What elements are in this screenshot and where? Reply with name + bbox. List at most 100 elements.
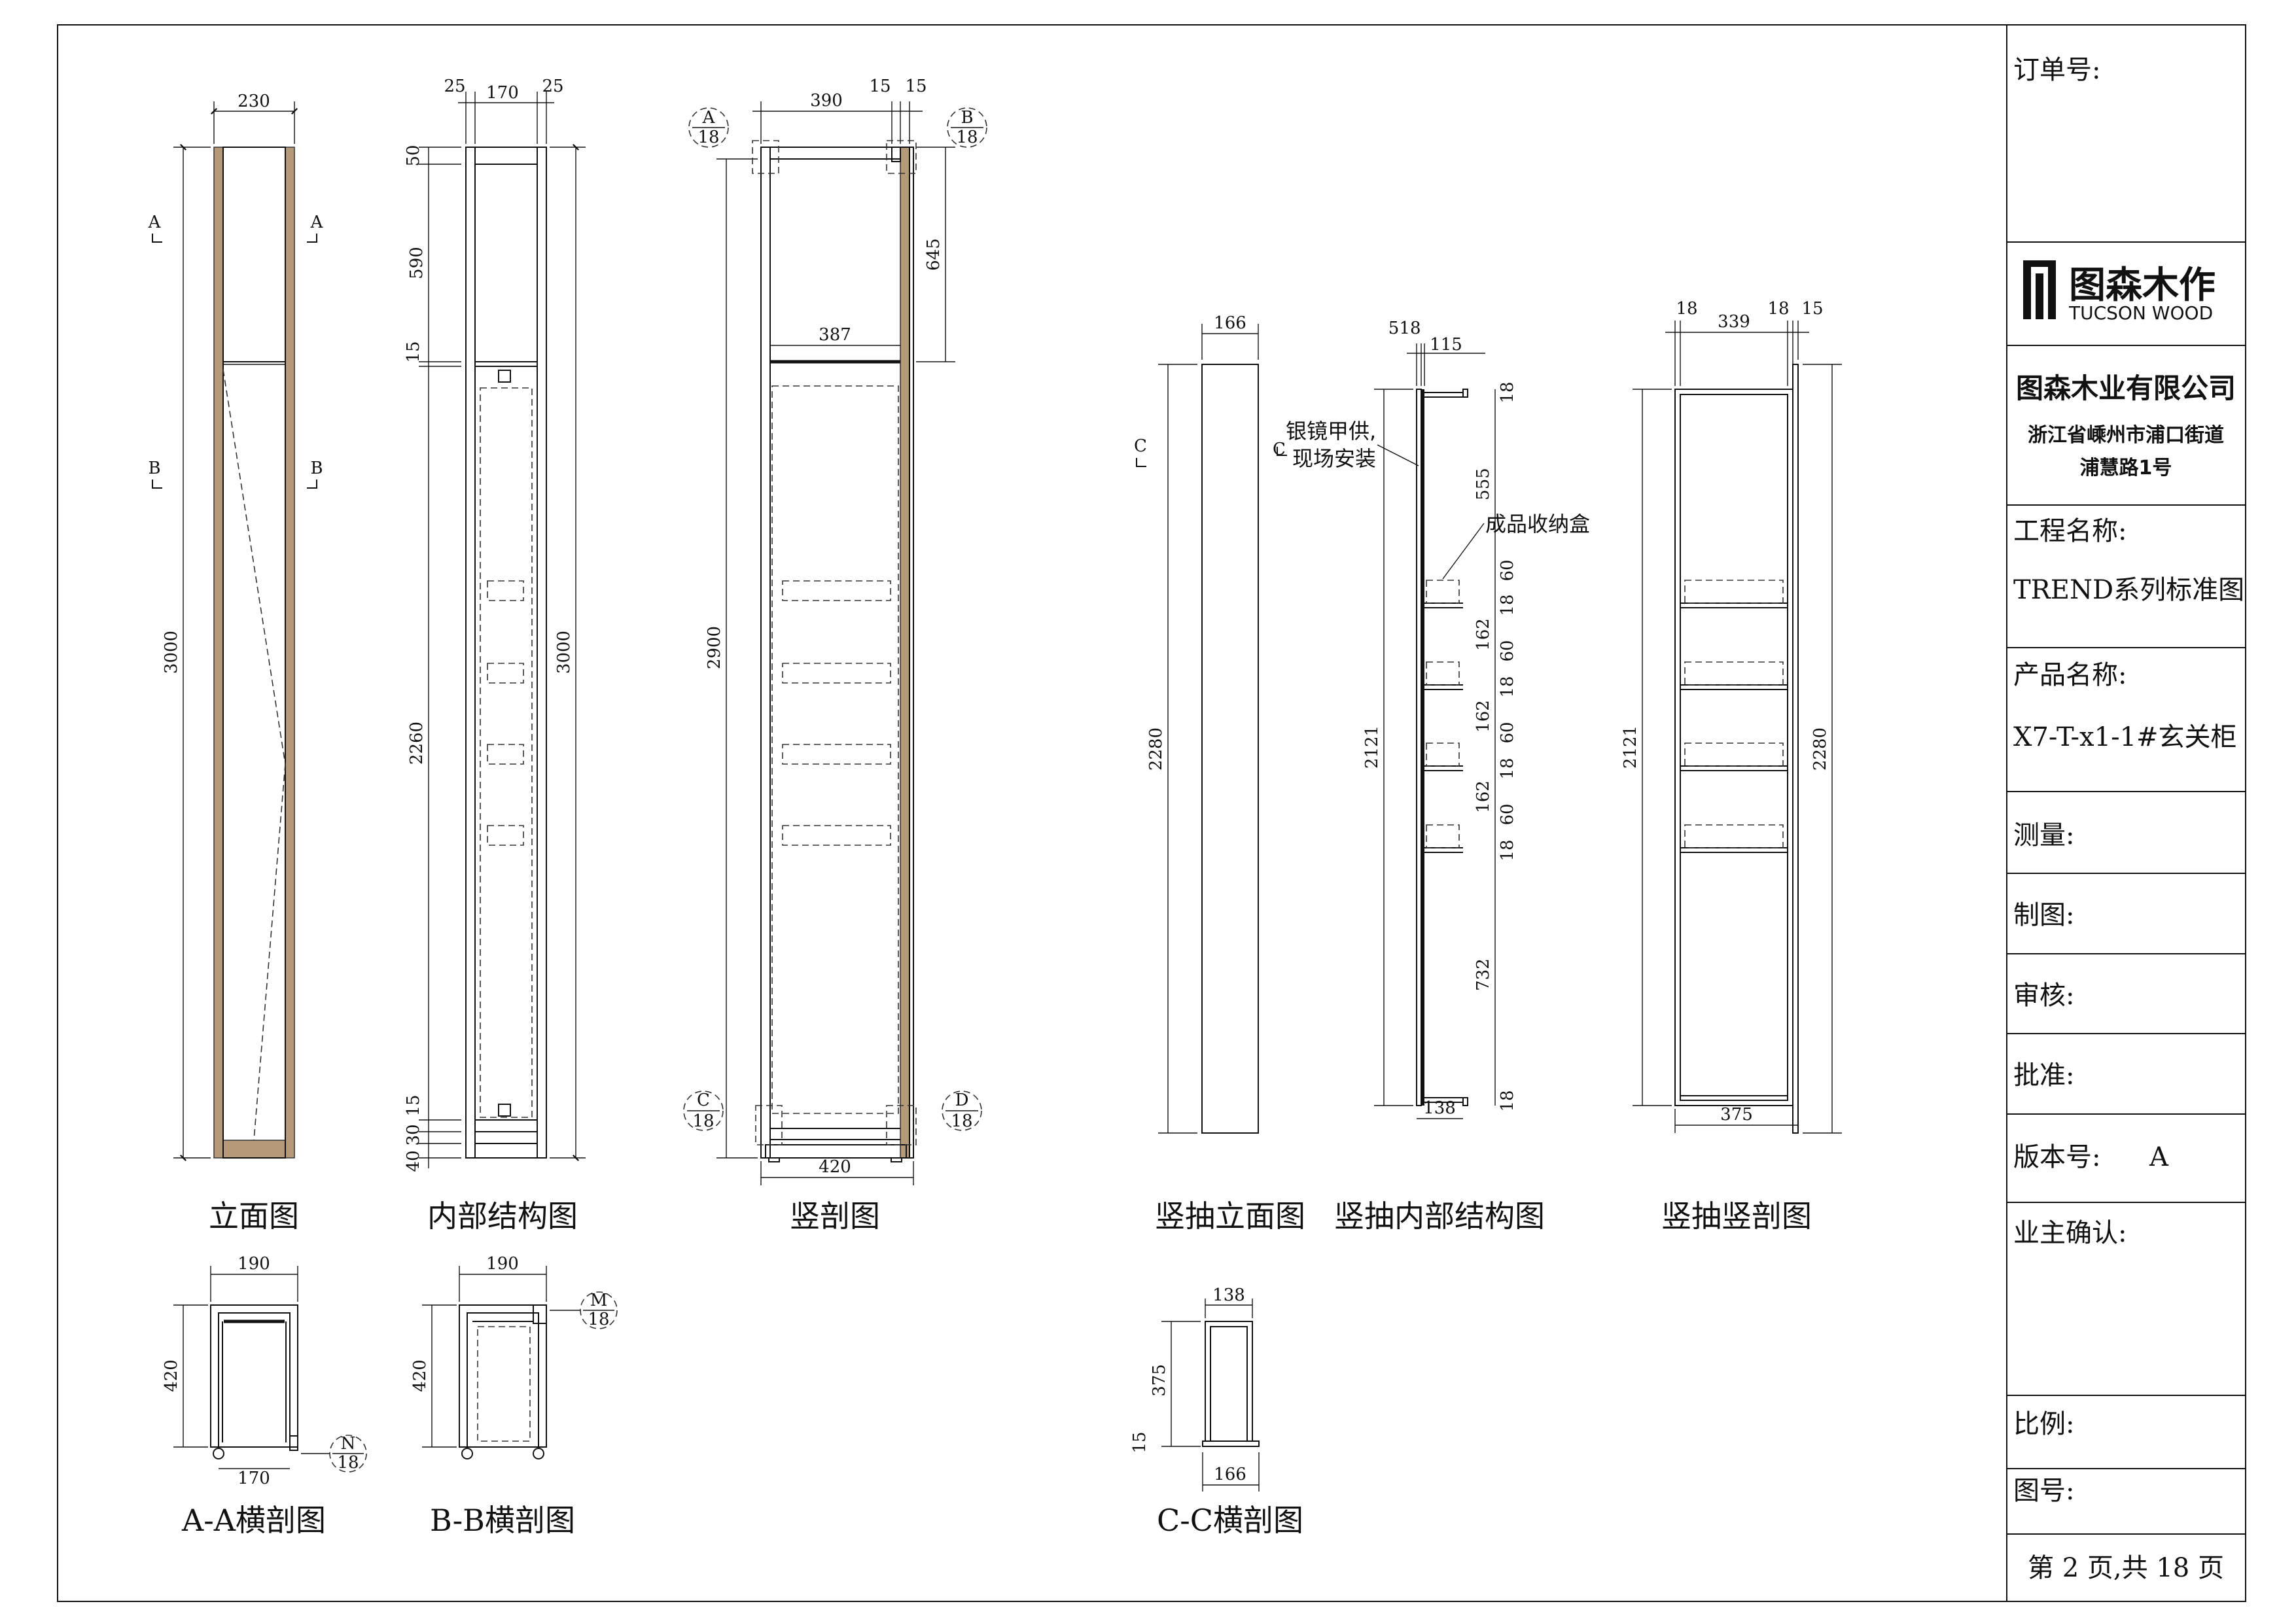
elevation-width-dim: 230 bbox=[238, 92, 270, 111]
vertical-section-caption: 竖剖图 bbox=[790, 1198, 880, 1234]
drawer-section-view: 18 339 18 15 2121 2280 375 竖抽竖剖图 bbox=[1621, 299, 1842, 1234]
aa-section-view: 190 420 170 N 18 A-A横剖图 bbox=[162, 1254, 367, 1538]
product-label: 产品名称: bbox=[2013, 660, 2127, 690]
page-number: 第 2 页,共 18 页 bbox=[2028, 1553, 2224, 1583]
note-mirror-line2: 现场安装 bbox=[1292, 446, 1376, 471]
elevation-view: 230 3000 A A B B 立面图 bbox=[148, 92, 324, 1234]
svg-text:732: 732 bbox=[1474, 958, 1493, 991]
review-label: 审核: bbox=[2013, 981, 2074, 1011]
svg-text:138: 138 bbox=[1423, 1098, 1456, 1118]
svg-text:375: 375 bbox=[1150, 1364, 1169, 1397]
product-value: X7-T-x1-1#玄关柜 bbox=[2013, 722, 2237, 752]
elevation-right-panel bbox=[285, 147, 295, 1159]
aa-section-caption: A-A横剖图 bbox=[181, 1503, 326, 1538]
svg-text:18: 18 bbox=[951, 1111, 972, 1131]
draw-label: 制图: bbox=[2013, 900, 2074, 930]
vertical-section-view: 390 15 15 387 2900 645 420 A 18 B 18 bbox=[683, 77, 987, 1234]
svg-text:B: B bbox=[148, 459, 160, 478]
svg-text:162: 162 bbox=[1474, 618, 1493, 651]
svg-text:18: 18 bbox=[692, 1111, 714, 1131]
hinge-top-icon bbox=[498, 370, 511, 383]
svg-text:18: 18 bbox=[337, 1453, 359, 1473]
svg-text:170: 170 bbox=[486, 83, 519, 103]
svg-text:N: N bbox=[341, 1434, 356, 1454]
bb-section-view: 190 420 M 18 B-B横剖图 bbox=[410, 1254, 618, 1538]
svg-text:C: C bbox=[1273, 440, 1286, 459]
svg-text:2280: 2280 bbox=[1810, 727, 1830, 771]
company-address-line2: 浦慧路1号 bbox=[2080, 457, 2172, 480]
svg-text:18: 18 bbox=[956, 128, 978, 147]
project-label: 工程名称: bbox=[2013, 516, 2127, 546]
svg-text:2121: 2121 bbox=[1362, 725, 1382, 769]
svg-text:420: 420 bbox=[410, 1359, 430, 1392]
svg-text:2280: 2280 bbox=[1146, 727, 1166, 771]
svg-text:A: A bbox=[310, 213, 324, 232]
approve-label: 批准: bbox=[2013, 1060, 2074, 1091]
svg-text:25: 25 bbox=[444, 77, 465, 96]
detail-callout-a: A 18 bbox=[688, 107, 779, 174]
svg-text:D: D bbox=[955, 1091, 969, 1110]
company-address-line1: 浙江省嵊州市浦口街道 bbox=[2028, 424, 2224, 447]
svg-text:25: 25 bbox=[542, 77, 563, 96]
logo-en-text: TUCSON WOOD bbox=[2068, 302, 2213, 324]
company-name: 图森木业有限公司 bbox=[2016, 372, 2236, 404]
svg-text:420: 420 bbox=[162, 1359, 181, 1392]
svg-text:115: 115 bbox=[1430, 335, 1462, 355]
elevation-height-dim: 3000 bbox=[162, 631, 181, 674]
order-no-label: 订单号: bbox=[2013, 55, 2100, 85]
section-marker-b bbox=[152, 480, 317, 489]
svg-text:60: 60 bbox=[1498, 803, 1517, 825]
project-value: TREND系列标准图 bbox=[2013, 575, 2244, 605]
svg-text:18: 18 bbox=[1498, 594, 1517, 616]
svg-text:645: 645 bbox=[924, 238, 944, 271]
section-marker-a bbox=[152, 234, 317, 243]
svg-text:18: 18 bbox=[1498, 381, 1517, 403]
hinge-bottom-icon bbox=[498, 1104, 511, 1117]
note-mirror-line1: 银镜甲供, bbox=[1286, 419, 1376, 444]
svg-text:18: 18 bbox=[1676, 299, 1697, 319]
svg-text:18: 18 bbox=[1767, 299, 1789, 319]
company-logo: 图森木作 TUCSON WOOD bbox=[2023, 260, 2216, 324]
svg-text:B: B bbox=[961, 108, 973, 128]
sheet-border bbox=[57, 24, 2246, 1602]
svg-text:18: 18 bbox=[1498, 839, 1517, 861]
drawer-elevation-view: 166 2280 C 竖抽立面图 bbox=[1134, 313, 1305, 1234]
svg-text:15: 15 bbox=[905, 77, 927, 96]
svg-text:15: 15 bbox=[404, 341, 423, 362]
door-swing-line bbox=[222, 369, 286, 765]
svg-text:166: 166 bbox=[1214, 313, 1246, 333]
svg-text:15: 15 bbox=[1801, 299, 1823, 319]
detail-callout-b: B 18 bbox=[886, 107, 987, 174]
drawer-internal-view: 5 18 115 2121 138 18 555 60 18 162 60 18… bbox=[1273, 319, 1590, 1234]
svg-text:170: 170 bbox=[238, 1469, 270, 1488]
svg-text:190: 190 bbox=[486, 1254, 519, 1274]
logo-cn-text: 图森木作 bbox=[2069, 264, 2216, 307]
version-label: 版本号: bbox=[2013, 1142, 2100, 1172]
svg-text:A: A bbox=[702, 108, 716, 128]
drawer-elevation-caption: 竖抽立面图 bbox=[1155, 1198, 1305, 1234]
detail-callout-m: M 18 bbox=[550, 1291, 618, 1329]
scale-label: 比例: bbox=[2013, 1409, 2074, 1439]
svg-text:18: 18 bbox=[1498, 758, 1517, 779]
svg-text:30: 30 bbox=[404, 1124, 423, 1145]
svg-text:138: 138 bbox=[1212, 1285, 1245, 1305]
note-storage-box: 成品收纳盒 bbox=[1485, 512, 1590, 536]
svg-text:375: 375 bbox=[1720, 1105, 1753, 1125]
owner-confirm-label: 业主确认: bbox=[2013, 1218, 2127, 1248]
svg-text:15: 15 bbox=[404, 1094, 423, 1116]
svg-text:15: 15 bbox=[869, 77, 891, 96]
svg-text:2121: 2121 bbox=[1621, 725, 1640, 769]
svg-text:18: 18 bbox=[698, 128, 719, 147]
svg-text:15: 15 bbox=[1130, 1431, 1150, 1453]
title-block: 订单号: 图森木作 TUCSON WOOD 图森木业有限公司 浙江省嵊州市浦口街… bbox=[2007, 55, 2246, 1583]
svg-text:18: 18 bbox=[1399, 319, 1421, 338]
detail-callout-c: C 18 bbox=[683, 1091, 783, 1145]
measure-label: 测量: bbox=[2013, 820, 2074, 850]
svg-text:420: 420 bbox=[819, 1157, 851, 1177]
drawer-internal-caption: 竖抽内部结构图 bbox=[1334, 1198, 1545, 1234]
svg-text:2260: 2260 bbox=[407, 722, 427, 765]
svg-text:60: 60 bbox=[1498, 559, 1517, 581]
svg-text:2900: 2900 bbox=[705, 626, 724, 669]
svg-text:60: 60 bbox=[1498, 722, 1517, 743]
